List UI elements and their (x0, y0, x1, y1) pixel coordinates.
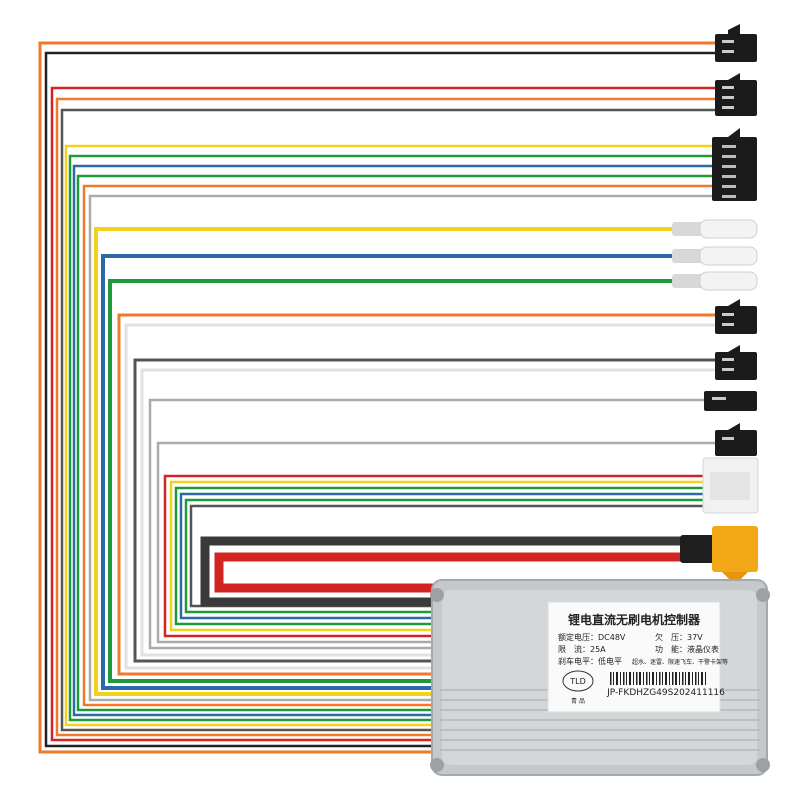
screw-icon (756, 758, 770, 772)
label-brake-level: 刹车电平：低电平 (558, 656, 622, 666)
label-logo: TLD (569, 677, 586, 686)
label-logo-sub: 青 品 (571, 697, 585, 705)
hall-sensor-connector-white (702, 457, 759, 514)
screw-icon (430, 758, 444, 772)
power-wires (200, 536, 690, 607)
xt60-power-connector (680, 526, 758, 580)
barcode (610, 672, 706, 685)
screw-icon (430, 588, 444, 602)
screw-icon (756, 588, 770, 602)
connector-6pin-black (712, 128, 757, 201)
connector-2pin-black-1 (715, 24, 757, 62)
controller-label: 锂电直流无刷电机控制器 额定电压：DC48V 欠 压：37V 限 流：25A 功… (547, 601, 728, 713)
connector-2pin-black-3 (715, 345, 757, 380)
label-undervoltage: 欠 压：37V (655, 632, 703, 642)
connector-2pin-black-4 (704, 391, 757, 411)
connector-2pin-black-5 (715, 423, 757, 456)
connector-3pin-black (715, 73, 757, 116)
label-features: 超水、迷雷、限速飞车、干警卡架等 (632, 658, 728, 666)
label-title: 锂电直流无刷电机控制器 (568, 612, 701, 627)
label-serial: JP-FKDHZG49S202411116 (606, 688, 725, 698)
thin-wires (38, 41, 720, 754)
connector-2pin-black-2 (715, 299, 757, 334)
label-current-limit: 限 流：25A (558, 644, 606, 654)
label-rated-voltage: 额定电压：DC48V (558, 632, 626, 642)
brand-logo-icon (562, 670, 594, 692)
phase-bullet-terminals (672, 219, 758, 291)
label-function: 功 能：液晶仪表 (655, 644, 719, 654)
